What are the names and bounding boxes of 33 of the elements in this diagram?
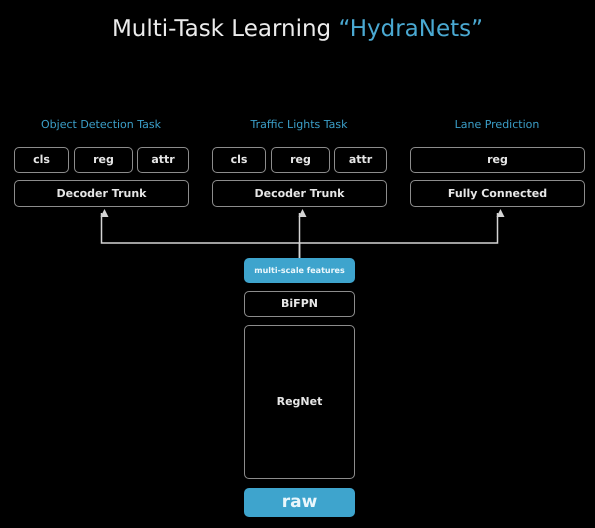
decoder-box bbox=[410, 180, 585, 207]
box-label: attr bbox=[151, 153, 175, 167]
box-label: Decoder Trunk bbox=[254, 186, 344, 200]
box-label: reg bbox=[290, 153, 311, 167]
box-label: attr bbox=[348, 153, 372, 167]
task-heading: Lane Prediction bbox=[454, 118, 540, 132]
neck-box bbox=[244, 291, 355, 317]
task-heading: Object Detection Task bbox=[40, 118, 162, 132]
box-label: multi-scale features bbox=[254, 266, 345, 276]
decoder-box bbox=[212, 180, 387, 207]
output-head-box bbox=[271, 147, 330, 173]
output-head-box bbox=[212, 147, 266, 173]
output-head-box bbox=[334, 147, 387, 173]
task-heading: Traffic Lights Task bbox=[250, 118, 348, 132]
feature-box bbox=[244, 258, 355, 283]
box-label: reg bbox=[487, 153, 508, 167]
box-label: Fully Connected bbox=[448, 186, 548, 200]
box-label: cls bbox=[33, 153, 50, 167]
output-head-box bbox=[410, 147, 585, 173]
diagram-title: Multi-Task Learning “HydraNets” bbox=[110, 15, 484, 44]
input-box bbox=[244, 488, 355, 517]
output-head-box bbox=[14, 147, 69, 173]
output-head-box bbox=[137, 147, 189, 173]
backbone-box bbox=[244, 325, 355, 479]
box-label: RegNet bbox=[276, 395, 322, 409]
box-label: cls bbox=[230, 153, 248, 167]
decoder-box bbox=[14, 180, 189, 207]
output-head-box bbox=[74, 147, 133, 173]
box-label: BiFPN bbox=[281, 297, 318, 311]
box-label: Decoder Trunk bbox=[56, 186, 146, 200]
box-label: reg bbox=[93, 153, 114, 167]
box-label: raw bbox=[282, 492, 318, 514]
arrow bbox=[298, 209, 504, 258]
